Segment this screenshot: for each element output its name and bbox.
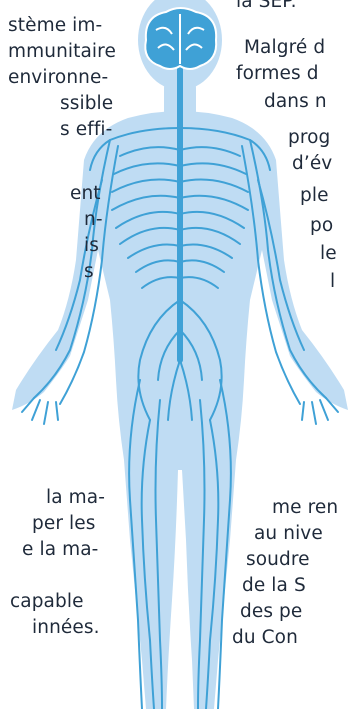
text-line: e la ma- — [22, 538, 98, 562]
text-line: Malgré d — [244, 36, 325, 60]
text-line: capable — [10, 590, 84, 614]
text-line: ssible — [60, 92, 113, 116]
text-line: ent — [70, 182, 101, 206]
text-line: le — [320, 242, 337, 266]
text-line: soudre — [246, 548, 310, 572]
text-line: mmunitaire — [8, 40, 116, 64]
text-line: s — [84, 260, 94, 284]
text-line: innées. — [32, 616, 100, 640]
text-line: me ren — [272, 496, 338, 520]
text-line: ple — [300, 184, 329, 208]
text-line: po — [310, 214, 333, 238]
text-line: formes d — [236, 62, 319, 86]
text-line: environne- — [8, 66, 108, 90]
text-line: au nive — [254, 522, 323, 546]
text-line: per les — [32, 512, 95, 536]
text-line: dans n — [264, 90, 327, 114]
text-line: la ma- — [46, 486, 105, 510]
text-line: la SEP. — [236, 0, 297, 14]
text-line: l — [330, 270, 335, 294]
brain-icon — [145, 8, 216, 69]
text-line: s effi- — [60, 118, 112, 142]
text-line: is — [84, 234, 99, 258]
text-line: de la S — [242, 574, 306, 598]
text-line: des pe — [240, 600, 302, 624]
text-line: prog — [288, 126, 330, 150]
text-line: n- — [84, 208, 103, 232]
text-line: d’év — [292, 152, 332, 176]
text-line: stème im- — [8, 14, 102, 38]
text-line: du Con — [232, 626, 298, 650]
